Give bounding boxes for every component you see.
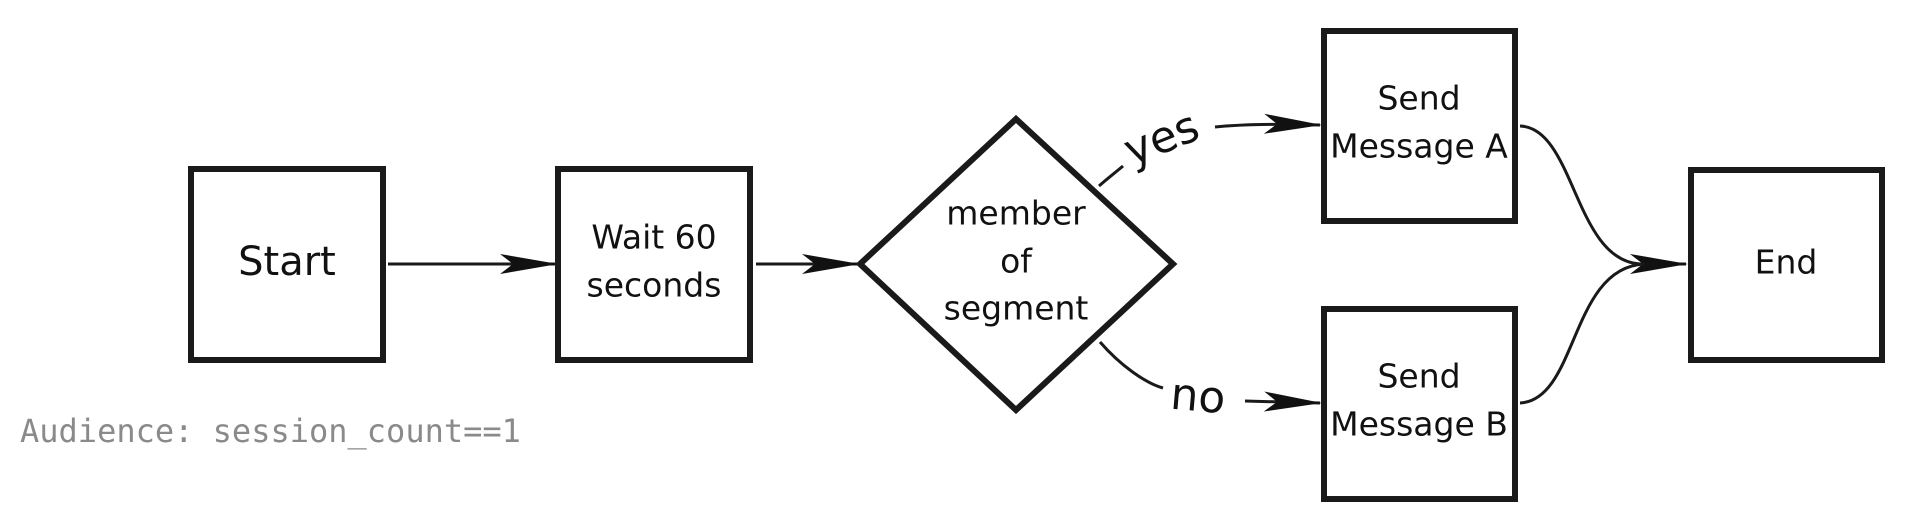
send-message-b-node <box>1321 306 1518 502</box>
send-message-a-label-line-1: Send <box>1377 79 1460 118</box>
yes-edge-label: yes <box>1117 101 1207 177</box>
edge-decision-no-right <box>1244 391 1322 412</box>
wait-label-line-1: Wait 60 <box>591 218 716 257</box>
send-message-b-label-line-2: Message B <box>1330 405 1508 444</box>
no-edge-label: no <box>1169 369 1228 425</box>
edge-send-b-to-end <box>1519 262 1645 405</box>
edge-decision-no-left <box>1098 341 1164 390</box>
edge-decision-yes-right <box>1214 113 1322 134</box>
decision-label-line-2: of <box>1000 242 1033 281</box>
decision-label-line-1: member <box>946 194 1086 233</box>
edge-decision-yes-left <box>1098 164 1124 188</box>
start-label: Start <box>238 239 336 285</box>
edge-send-a-to-end <box>1519 124 1688 274</box>
wait-label-line-2: seconds <box>587 266 722 305</box>
end-label: End <box>1755 243 1818 282</box>
send-message-a-label-line-2: Message A <box>1330 127 1508 166</box>
wait-node <box>555 166 753 363</box>
send-message-b-label-line-1: Send <box>1377 357 1460 396</box>
end-node <box>1688 167 1885 363</box>
start-node <box>188 166 386 363</box>
decision-node <box>855 114 1178 415</box>
decision-label-line-3: segment <box>944 289 1089 328</box>
send-message-a-node <box>1321 28 1518 224</box>
audience-note: Audience: session_count==1 <box>20 412 521 450</box>
